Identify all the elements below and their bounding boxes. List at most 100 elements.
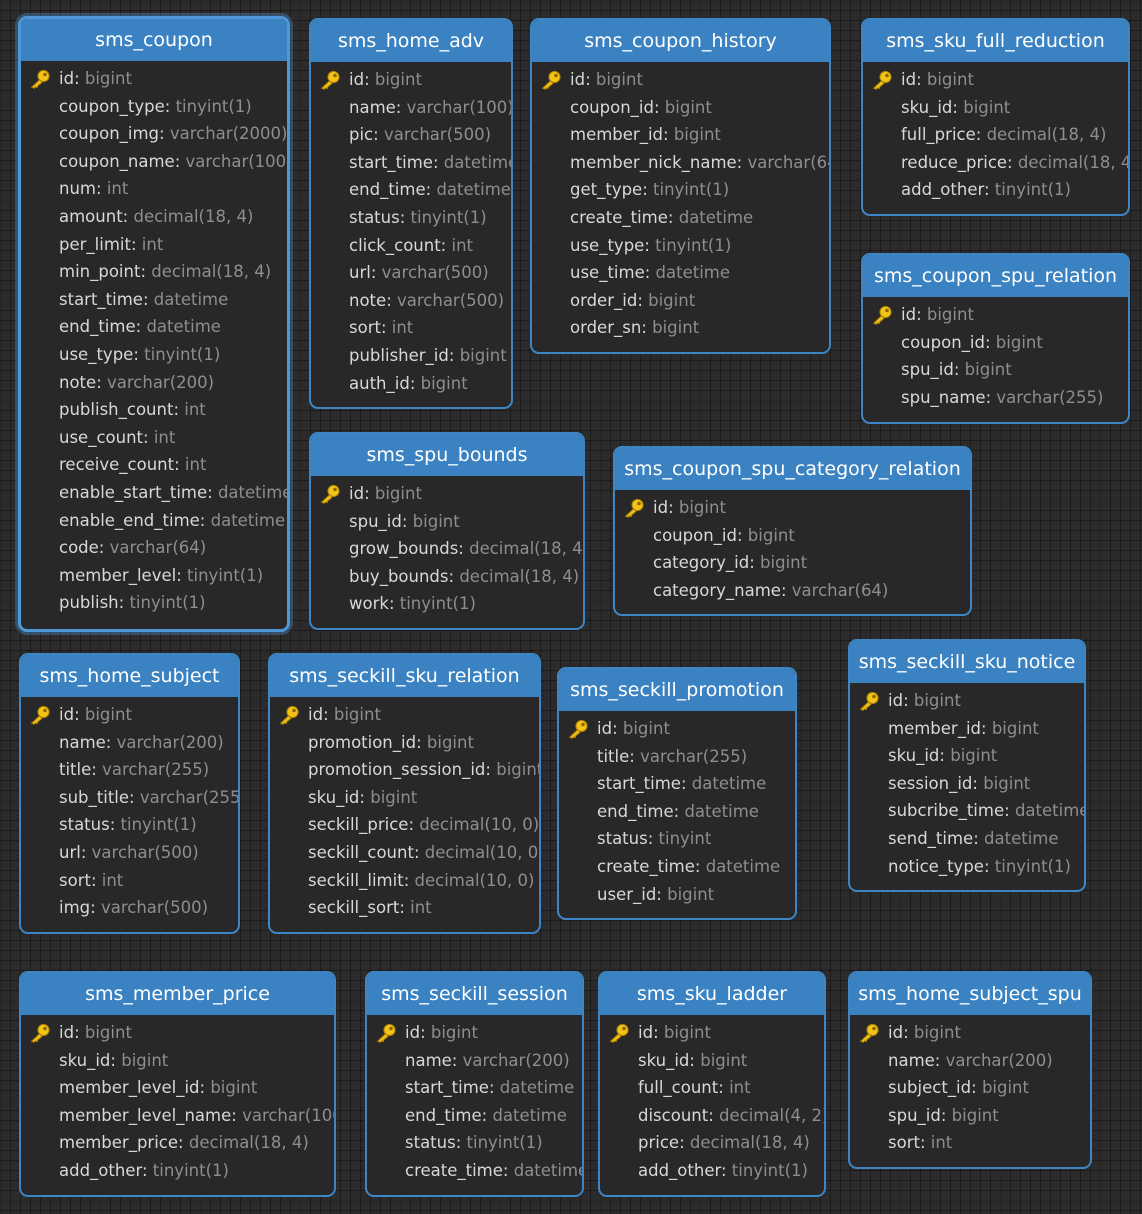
column-row[interactable]: create_time: datetime xyxy=(367,1157,582,1185)
column-row[interactable]: use_time: datetime xyxy=(532,259,829,287)
column-row[interactable]: sub_title: varchar(255) xyxy=(21,784,238,812)
column-row[interactable]: note: varchar(500) xyxy=(311,287,511,315)
column-row[interactable]: price: decimal(18, 4) xyxy=(600,1129,824,1157)
column-row[interactable]: coupon_type: tinyint(1) xyxy=(21,93,287,121)
column-row[interactable]: order_id: bigint xyxy=(532,287,829,315)
column-row[interactable]: coupon_name: varchar(100) xyxy=(21,148,287,176)
column-row[interactable]: use_type: tinyint(1) xyxy=(21,341,287,369)
column-row[interactable]: spu_id: bigint xyxy=(311,508,583,536)
column-row[interactable]: sku_id: bigint xyxy=(850,742,1084,770)
column-row[interactable]: create_time: datetime xyxy=(559,853,795,881)
column-row[interactable]: url: varchar(500) xyxy=(311,259,511,287)
column-row[interactable]: subcribe_time: datetime xyxy=(850,797,1084,825)
column-row[interactable]: category_name: varchar(64) xyxy=(615,577,970,605)
column-row[interactable]: notice_type: tinyint(1) xyxy=(850,853,1084,881)
table-title[interactable]: sms_coupon_history xyxy=(532,20,829,62)
column-row[interactable]: per_limit: int xyxy=(21,231,287,259)
column-row[interactable]: member_level_id: bigint xyxy=(21,1074,334,1102)
column-row[interactable]: name: varchar(200) xyxy=(367,1047,582,1075)
column-row[interactable]: get_type: tinyint(1) xyxy=(532,176,829,204)
column-row[interactable]: sku_id: bigint xyxy=(21,1047,334,1075)
column-row[interactable]: coupon_id: bigint xyxy=(615,522,970,550)
column-row[interactable]: member_id: bigint xyxy=(850,715,1084,743)
column-row[interactable]: sort: int xyxy=(21,867,238,895)
column-row[interactable]: reduce_price: decimal(18, 4) xyxy=(863,149,1128,177)
column-row[interactable]: use_type: tinyint(1) xyxy=(532,232,829,260)
column-row[interactable]: create_time: datetime xyxy=(532,204,829,232)
column-row[interactable]: coupon_id: bigint xyxy=(863,329,1128,357)
column-row[interactable]: url: varchar(500) xyxy=(21,839,238,867)
column-row[interactable]: title: varchar(255) xyxy=(21,756,238,784)
table-title[interactable]: sms_home_subject_spu xyxy=(850,973,1090,1015)
column-row[interactable]: num: int xyxy=(21,175,287,203)
column-row[interactable]: start_time: datetime xyxy=(21,286,287,314)
column-row[interactable]: send_time: datetime xyxy=(850,825,1084,853)
primary-key-column[interactable]: id: bigint xyxy=(600,1019,824,1047)
column-row[interactable]: subject_id: bigint xyxy=(850,1074,1090,1102)
column-row[interactable]: order_sn: bigint xyxy=(532,314,829,342)
column-row[interactable]: work: tinyint(1) xyxy=(311,590,583,618)
table-title[interactable]: sms_sku_full_reduction xyxy=(863,20,1128,62)
column-row[interactable]: enable_end_time: datetime xyxy=(21,507,287,535)
column-row[interactable]: publisher_id: bigint xyxy=(311,342,511,370)
column-row[interactable]: sku_id: bigint xyxy=(270,784,539,812)
column-row[interactable]: session_id: bigint xyxy=(850,770,1084,798)
column-row[interactable]: note: varchar(200) xyxy=(21,369,287,397)
column-row[interactable]: member_level_name: varchar(100) xyxy=(21,1102,334,1130)
table-title[interactable]: sms_seckill_sku_relation xyxy=(270,655,539,697)
table-title[interactable]: sms_spu_bounds xyxy=(311,434,583,476)
column-row[interactable]: member_nick_name: varchar(64) xyxy=(532,149,829,177)
table-sms-seckill-sku-relation[interactable]: sms_seckill_sku_relation id: bigint promot… xyxy=(268,653,541,934)
column-row[interactable]: add_other: tinyint(1) xyxy=(600,1157,824,1185)
column-row[interactable]: code: varchar(64) xyxy=(21,534,287,562)
column-row[interactable]: sort: int xyxy=(311,314,511,342)
column-row[interactable]: category_id: bigint xyxy=(615,549,970,577)
column-row[interactable]: discount: decimal(4, 2) xyxy=(600,1102,824,1130)
column-row[interactable]: receive_count: int xyxy=(21,451,287,479)
column-row[interactable]: user_id: bigint xyxy=(559,881,795,909)
table-title[interactable]: sms_coupon_spu_relation xyxy=(863,255,1128,297)
column-row[interactable]: status: tinyint(1) xyxy=(21,811,238,839)
column-row[interactable]: grow_bounds: decimal(18, 4) xyxy=(311,535,583,563)
column-row[interactable]: title: varchar(255) xyxy=(559,743,795,771)
table-title[interactable]: sms_member_price xyxy=(21,973,334,1015)
table-title[interactable]: sms_coupon_spu_category_relation xyxy=(615,448,970,490)
column-row[interactable]: start_time: datetime xyxy=(311,149,511,177)
column-row[interactable]: full_price: decimal(18, 4) xyxy=(863,121,1128,149)
column-row[interactable]: amount: decimal(18, 4) xyxy=(21,203,287,231)
column-row[interactable]: full_count: int xyxy=(600,1074,824,1102)
column-row[interactable]: min_point: decimal(18, 4) xyxy=(21,258,287,286)
column-row[interactable]: spu_id: bigint xyxy=(863,356,1128,384)
primary-key-column[interactable]: id: bigint xyxy=(559,715,795,743)
column-row[interactable]: sku_id: bigint xyxy=(600,1047,824,1075)
primary-key-column[interactable]: id: bigint xyxy=(21,65,287,93)
column-row[interactable]: img: varchar(500) xyxy=(21,894,238,922)
column-row[interactable]: status: tinyint(1) xyxy=(311,204,511,232)
primary-key-column[interactable]: id: bigint xyxy=(532,66,829,94)
column-row[interactable]: promotion_session_id: bigint xyxy=(270,756,539,784)
column-row[interactable]: end_time: datetime xyxy=(559,798,795,826)
column-row[interactable]: name: varchar(200) xyxy=(850,1047,1090,1075)
column-row[interactable]: start_time: datetime xyxy=(559,770,795,798)
primary-key-column[interactable]: id: bigint xyxy=(863,301,1128,329)
primary-key-column[interactable]: id: bigint xyxy=(21,1019,334,1047)
column-row[interactable]: name: varchar(200) xyxy=(21,729,238,757)
table-title[interactable]: sms_seckill_sku_notice xyxy=(850,641,1084,683)
primary-key-column[interactable]: id: bigint xyxy=(850,1019,1090,1047)
column-row[interactable]: member_price: decimal(18, 4) xyxy=(21,1129,334,1157)
column-row[interactable]: add_other: tinyint(1) xyxy=(863,176,1128,204)
column-row[interactable]: coupon_id: bigint xyxy=(532,94,829,122)
primary-key-column[interactable]: id: bigint xyxy=(270,701,539,729)
